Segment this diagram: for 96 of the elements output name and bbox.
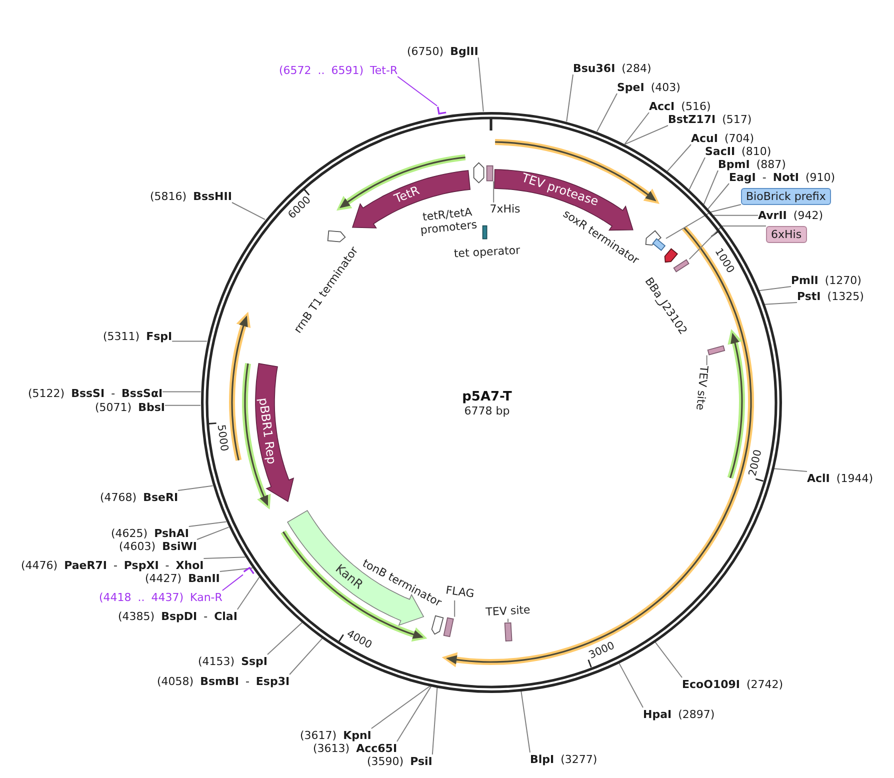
site-label: BlpI (3277) — [530, 752, 598, 766]
site-label: (3613) Acc65I — [313, 742, 398, 754]
leader-line — [432, 687, 438, 755]
leader-line — [708, 183, 730, 210]
leader-line — [178, 485, 214, 491]
leader-line — [397, 76, 438, 106]
leader-line — [520, 690, 530, 753]
site-label: (4427) BanII — [145, 572, 220, 584]
leader-line — [688, 157, 706, 190]
site-label: (5816) BssHII — [150, 190, 232, 202]
leader-line — [758, 286, 792, 292]
feature-block — [255, 362, 294, 502]
leader-line — [222, 574, 244, 591]
leader-line — [196, 526, 230, 540]
site-label: (5071) BbsI — [95, 400, 165, 414]
site-label: (5311) FspI — [103, 330, 172, 342]
leader-line — [706, 354, 708, 366]
bar-icon — [652, 238, 666, 252]
site-label: PstI (1325) — [797, 290, 864, 302]
leader-line — [162, 391, 202, 392]
site-label: (3590) PsiI — [367, 754, 432, 768]
leader-line — [219, 568, 254, 572]
site-label: BstZ17I (517) — [668, 112, 752, 126]
site-label: Bsu36I (284) — [573, 62, 652, 74]
leader-line — [618, 662, 644, 708]
site-label: (4476) PaeR7I - PspXI - XhoI — [21, 558, 204, 572]
leader-line — [478, 57, 484, 112]
scale-label: 5000 — [213, 424, 230, 452]
feature-label: tetR/tetA promoters — [418, 204, 479, 238]
bar-icon — [706, 344, 726, 356]
leader-line — [666, 204, 742, 239]
site-label: BpmI (887) — [718, 158, 786, 170]
leader-line — [566, 74, 574, 122]
leader-line — [164, 404, 201, 406]
leader-line — [396, 686, 432, 742]
leader-line — [454, 600, 456, 618]
feature-tag: BioBrick prefix — [741, 188, 831, 204]
site-label: AvrII (942) — [758, 208, 823, 222]
leader-line — [688, 226, 766, 260]
site-label: (4153) SspI — [198, 654, 268, 668]
site-label: (4058) BsmBI - Esp3I — [157, 674, 290, 688]
site-label: (5122) BssSI - BssSαI — [28, 386, 163, 400]
leader-line — [203, 556, 246, 559]
bar-icon — [504, 622, 512, 642]
feature-tag: 6xHis — [766, 226, 807, 242]
scale-label: 2000 — [746, 448, 766, 478]
hook-icon — [437, 106, 447, 114]
feature-label: TEV site — [694, 365, 710, 411]
leader-line — [624, 125, 668, 145]
site-label: PmlI (1270) — [791, 274, 862, 286]
leader-line — [232, 202, 266, 220]
scale-label: 4000 — [344, 628, 374, 652]
plasmid-length: 6778 bp — [464, 404, 510, 418]
site-label: SacII (810) — [705, 144, 772, 158]
site-label: (4625) PshAI — [111, 526, 189, 540]
leader-line — [267, 622, 302, 655]
site-label: (3617) KpnI — [300, 728, 372, 742]
feature-label: tet operator — [454, 244, 520, 260]
site-label: HpaI (2897) — [643, 708, 715, 720]
scale-label: 3000 — [586, 639, 616, 662]
site-label: (6750) BglII — [407, 44, 478, 58]
leader-line — [654, 641, 682, 678]
bar-icon — [672, 259, 690, 273]
feature-label: 7xHis — [490, 202, 520, 216]
feature-label: pBBR1 Rep — [256, 398, 278, 466]
leader-line — [666, 144, 692, 172]
site-label: EcoO109I (2742) — [682, 678, 784, 690]
feature-label: TetR — [393, 184, 422, 206]
site-label: SpeI (403) — [617, 80, 680, 94]
hook-icon — [243, 567, 254, 575]
leader-line — [188, 521, 227, 527]
leader-line — [596, 93, 618, 132]
site-label: (4385) BspDI - ClaI — [118, 610, 238, 622]
primer-label: (4418 .. 4437) Kan-R — [99, 590, 222, 604]
leader-line — [764, 302, 798, 305]
site-label: (4768) BseRI — [100, 490, 178, 504]
bar-icon — [443, 616, 455, 638]
leader-line — [172, 340, 208, 342]
leader-line — [370, 686, 431, 729]
bar-icon — [486, 164, 494, 182]
site-label: EagI - NotI (910) — [729, 170, 836, 184]
leader-line — [624, 112, 650, 145]
site-label: AccI (516) — [649, 100, 711, 112]
leader-line — [773, 468, 808, 472]
plasmid-name: p5A7-T — [462, 390, 512, 404]
leader-line — [289, 638, 323, 675]
site-label: (4603) BsiWI — [119, 540, 198, 552]
site-label: AclI (1944) — [807, 472, 873, 484]
leader-line — [713, 214, 758, 216]
feature-label: TEV site — [485, 603, 531, 619]
leader-line — [493, 180, 494, 203]
feature-label: FLAG — [444, 584, 476, 600]
leader-line — [703, 170, 718, 205]
leader-line — [236, 576, 260, 610]
primer-label: (6572 .. 6591) Tet-R — [279, 64, 398, 76]
site-label: AcuI (704) — [691, 132, 754, 144]
